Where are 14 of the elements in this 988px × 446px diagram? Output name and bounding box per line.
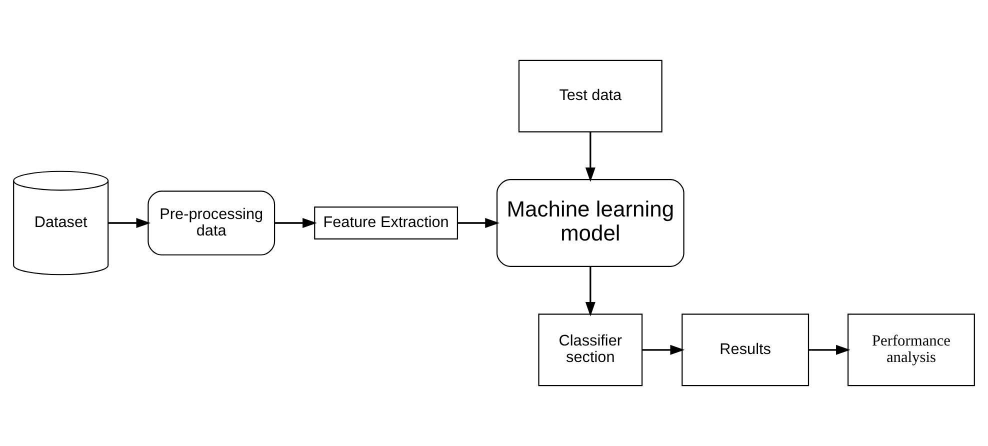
arrow (585, 266, 596, 316)
node-box: Machine learning model (496, 179, 684, 267)
arrow (808, 344, 850, 355)
node-box: Classifier section (538, 314, 643, 386)
arrow (585, 132, 596, 182)
node-box: Results (682, 314, 810, 386)
node-box: Performance analysis (848, 314, 975, 386)
node-box: Pre-processing data (148, 190, 276, 256)
arrow (458, 218, 500, 228)
node-box: Feature Extraction (314, 206, 458, 240)
arrow (642, 344, 685, 355)
arrow (108, 218, 151, 228)
arrow (274, 218, 317, 228)
node-box: Test data (518, 60, 662, 132)
